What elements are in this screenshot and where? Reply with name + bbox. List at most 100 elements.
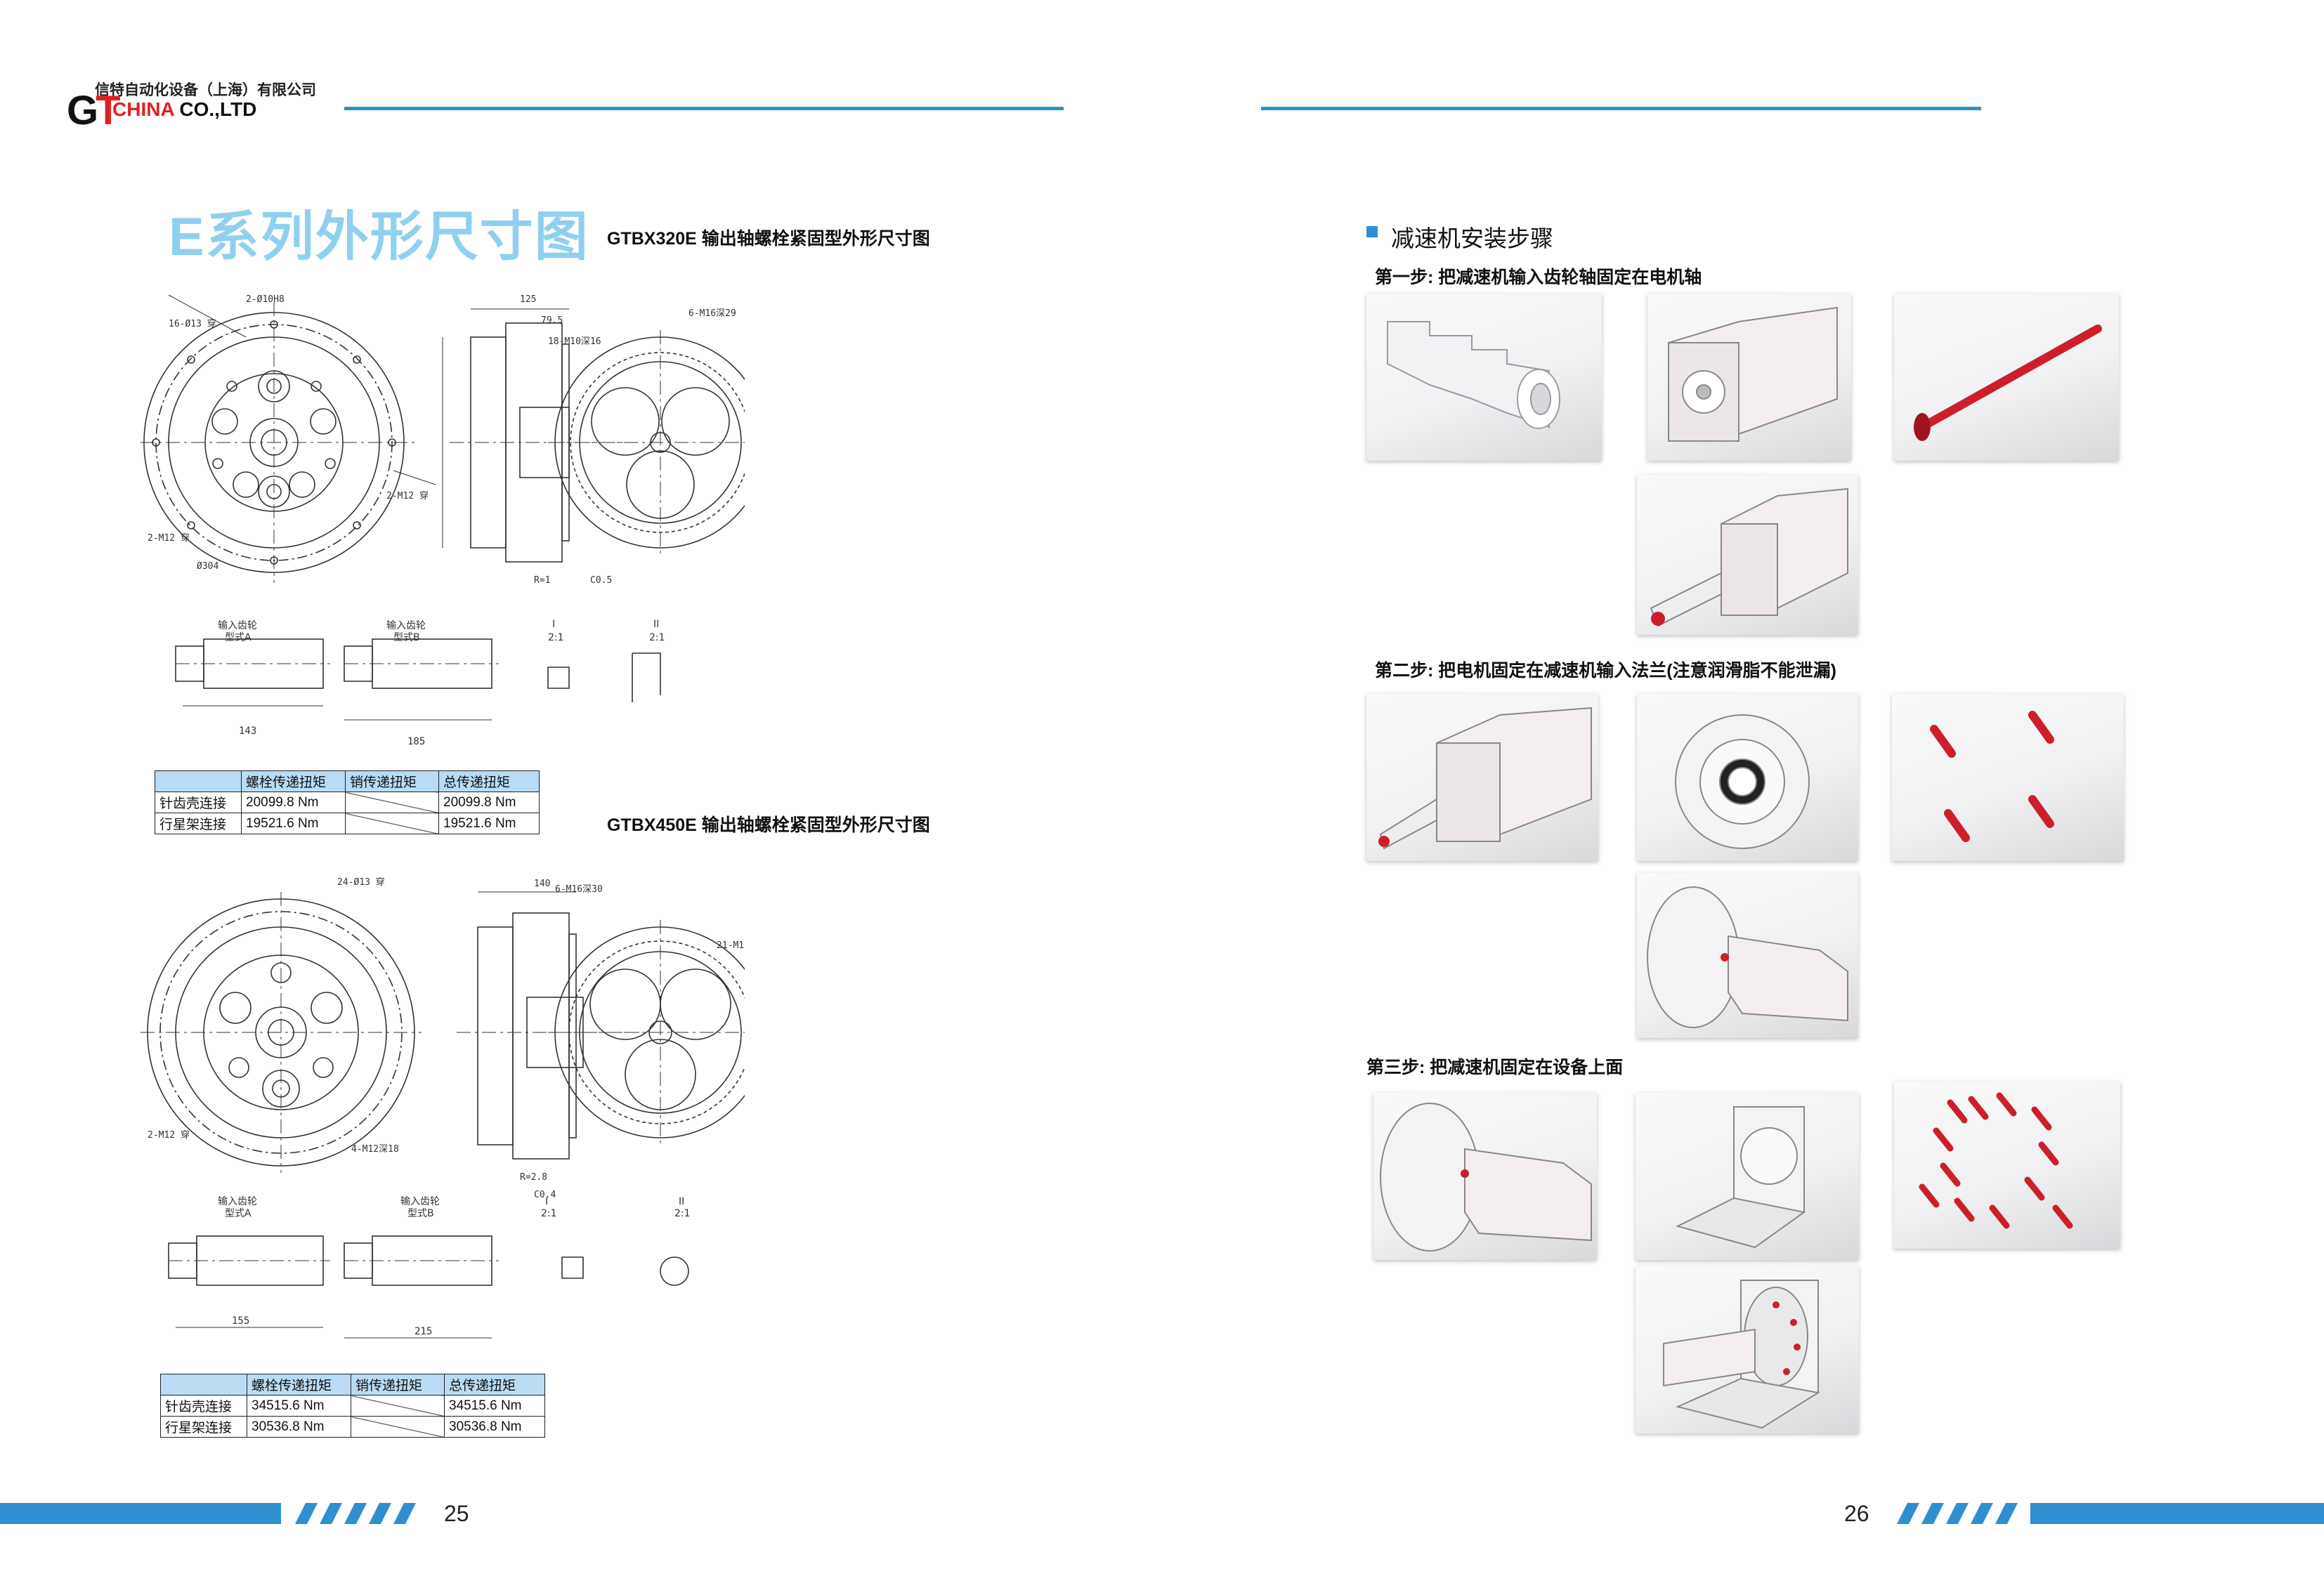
input-gear-labels: 输入齿轮 型式A 输入齿轮 型式B I 2:1 II 2:1 155 215 [218, 1196, 691, 1337]
gear-shaft-icon [1387, 321, 1560, 429]
svg-text:125: 125 [520, 294, 536, 305]
step1-bolt-photo [1894, 294, 2119, 461]
svg-text:2-Ø10H8: 2-Ø10H8 [246, 294, 285, 305]
gtbx320e-dimension-drawing: 16-Ø13 穿 2-Ø10H8 2-M12 穿 Ø304 2-M12 穿 125 7… [141, 274, 745, 766]
svg-text:16-Ø13 穿: 16-Ø13 穿 [169, 318, 216, 329]
logo-company-en: CHINA CO.,LTD [112, 98, 256, 121]
logo-g: G [67, 88, 98, 133]
svg-text:R=2.8: R=2.8 [520, 1172, 547, 1183]
step1-motor-with-shaft-photo [1637, 475, 1858, 635]
total-torque: 19521.6 Nm [438, 813, 540, 834]
reducer-with-motor-icon [1647, 886, 1848, 1028]
step3-bracket-photo [1636, 1093, 1859, 1260]
row-label: 行星架连接 [160, 1416, 247, 1438]
bolt-torque: 34515.6 Nm [247, 1395, 351, 1417]
label-type-b: 型式B [393, 632, 420, 643]
label-input-gear-b: 输入齿轮 [400, 1196, 440, 1207]
label-type-a: 型式A [225, 632, 252, 643]
label-view-1: I [552, 619, 555, 630]
step3-assembled-photo [1373, 1093, 1597, 1260]
table1-header-pin: 销传递扭矩 [345, 770, 439, 792]
row-label: 行星架连接 [155, 813, 242, 834]
input-gear-details [175, 638, 661, 721]
row-label: 针齿壳连接 [155, 792, 242, 813]
input-gear-labels: 输入齿轮 型式A 输入齿轮 型式B I 2:1 II 2:1 143 185 [218, 619, 665, 747]
step3-label: 第三步: 把减速机固定在设备上面 [1366, 1058, 1624, 1077]
page-title: E系列外形尺寸图 [169, 207, 589, 267]
output-view [548, 920, 745, 1145]
svg-text:143: 143 [239, 725, 256, 737]
svg-text:R=1: R=1 [534, 575, 550, 586]
step2-bolts-photo [1892, 694, 2124, 861]
svg-text:6-M16深29: 6-M16深29 [688, 308, 736, 319]
total-torque: 20099.8 Nm [438, 792, 540, 813]
side-view-labels: 125 79.5 R=1 C0.5 [520, 294, 612, 586]
svg-text:2-M12 穿: 2-M12 穿 [148, 1129, 190, 1141]
svg-text:215: 215 [414, 1326, 432, 1337]
torque-table-gtbx320e: 螺栓传递扭矩 销传递扭矩 总传递扭矩 针齿壳连接 20099.8 Nm 2009… [155, 770, 540, 834]
table-row: 行星架连接 30536.8 Nm 30536.8 Nm [160, 1416, 545, 1438]
motor-icon [1668, 306, 1838, 442]
reducer-flange-icon [1675, 714, 1810, 849]
mounting-bracket-icon [1676, 1106, 1806, 1249]
svg-text:24-Ø13 穿: 24-Ø13 穿 [337, 876, 385, 888]
svg-text:Ø304: Ø304 [197, 561, 218, 572]
pin-torque [345, 792, 439, 813]
output-view [548, 330, 745, 555]
motor-icon [1378, 707, 1592, 850]
row-label: 针齿壳连接 [160, 1395, 247, 1417]
output-view-labels: 6-M16深30 21-M12深18 [555, 884, 745, 951]
pin-torque [351, 1416, 445, 1438]
table-row: 针齿壳连接 34515.6 Nm 34515.6 Nm [160, 1395, 545, 1417]
label-scale-1: 2:1 [548, 632, 564, 643]
step3-bolts-photo [1894, 1082, 2120, 1249]
total-torque: 30536.8 Nm [444, 1416, 545, 1438]
svg-text:155: 155 [232, 1315, 249, 1327]
svg-text:2-M12 穿: 2-M12 穿 [386, 490, 429, 501]
table1-header-blank [155, 770, 242, 792]
label-view-2: II [679, 1196, 684, 1207]
step1-motor-photo [1647, 294, 1851, 461]
label-view-1: I [545, 1196, 548, 1207]
step2-reducer-photo [1637, 694, 1858, 861]
svg-text:21-M12深18: 21-M12深18 [717, 940, 745, 951]
input-gear-details [168, 1235, 689, 1339]
label-view-2: II [653, 619, 659, 630]
table-row: 行星架连接 19521.6 Nm 19521.6 Nm [155, 813, 540, 834]
logo-t: T [96, 88, 120, 133]
header-rule-right [1261, 107, 1981, 110]
side-section-view [442, 308, 632, 563]
red-bolts-icon [1930, 711, 2054, 842]
drawing2-title: GTBX450E 输出轴螺栓紧固型外形尺寸图 [607, 815, 930, 835]
bolt-torque: 20099.8 Nm [241, 792, 346, 813]
svg-text:6-M16深30: 6-M16深30 [555, 884, 603, 895]
label-scale-2: 2:1 [674, 1208, 691, 1219]
table2-header-pin: 销传递扭矩 [351, 1374, 445, 1396]
label-input-gear-b: 输入齿轮 [386, 620, 426, 631]
bolt-torque: 19521.6 Nm [241, 813, 346, 834]
bolt-torque: 30536.8 Nm [247, 1416, 351, 1438]
svg-text:C0.4: C0.4 [534, 1190, 556, 1200]
reducer-with-motor-icon [1380, 1103, 1592, 1252]
svg-text:2-M12 穿: 2-M12 穿 [148, 532, 190, 544]
step2-motor-photo [1366, 694, 1598, 861]
label-input-gear-a: 输入齿轮 [218, 620, 257, 631]
svg-text:C0.5: C0.5 [590, 575, 612, 586]
step1-gear-shaft-photo [1366, 294, 1602, 461]
step3-mounted-photo [1636, 1266, 1859, 1433]
table-row: 针齿壳连接 20099.8 Nm 20099.8 Nm [155, 792, 540, 813]
mounted-reducer-icon [1663, 1280, 1820, 1429]
total-torque: 34515.6 Nm [444, 1395, 545, 1417]
step2-assembled-photo [1637, 873, 1858, 1038]
logo-gt-mark: GT [67, 87, 121, 134]
svg-text:18-M10深16: 18-M10深16 [548, 336, 601, 347]
page-number-right: 26 [1844, 1501, 1869, 1526]
section-bullet-icon [1366, 226, 1378, 237]
footer-stripe-right [1897, 1503, 2324, 1524]
svg-text:79.5: 79.5 [541, 315, 563, 326]
svg-text:4-M12深18: 4-M12深18 [351, 1144, 399, 1155]
side-section-view [457, 891, 639, 1160]
table2-header-total: 总传递扭矩 [444, 1374, 545, 1396]
